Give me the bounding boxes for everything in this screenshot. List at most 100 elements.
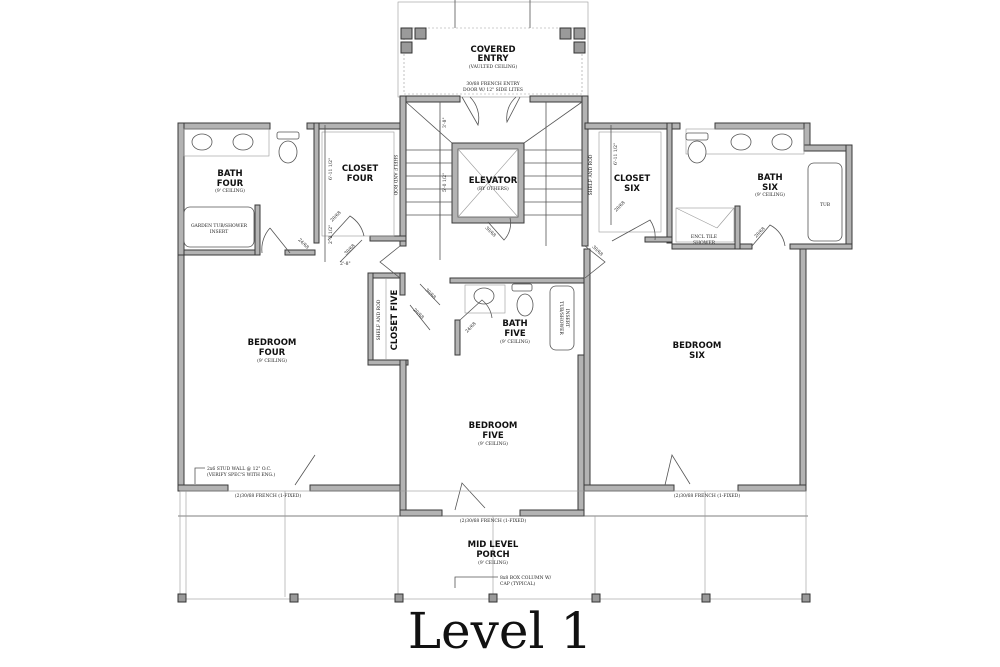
toilet-icon xyxy=(276,131,300,140)
closet-four-label: CLOSET xyxy=(342,164,379,174)
door-tag: 30/68 xyxy=(424,287,438,301)
closet-five-label: CLOSET FIVE xyxy=(390,290,400,351)
sink-icon xyxy=(232,133,254,151)
door-tag: 24/68 xyxy=(297,237,311,251)
door-tag: 30/68 xyxy=(343,243,357,257)
bath-five-note: (9' CEILING) xyxy=(500,338,530,345)
bath-four-note: (9' CEILING) xyxy=(215,187,245,194)
shower-icon xyxy=(675,207,735,243)
door-swing xyxy=(751,224,786,247)
sink-icon xyxy=(730,133,752,151)
french-door xyxy=(454,482,486,511)
tub-label: TUB/SHOWER xyxy=(558,301,564,335)
closet-six-label: SIX xyxy=(624,184,640,194)
porch-label: PORCH xyxy=(476,550,509,560)
tub-icon xyxy=(549,285,575,351)
porch-column xyxy=(177,593,187,603)
porch-column xyxy=(701,593,711,603)
tub-label: GARDEN TUB/SHOWER xyxy=(191,223,248,229)
entry-column xyxy=(400,41,413,54)
dimension-label: 2'-2 1/2" xyxy=(328,225,334,244)
covered-entry-label: COVERED xyxy=(470,45,515,55)
covered-entry-note: (VAULTED CEILING) xyxy=(469,63,517,70)
bedroom-five-label: BEDROOM xyxy=(469,421,518,431)
dimension-label: 3'-8" xyxy=(442,117,448,128)
covered-entry-label: ENTRY xyxy=(478,54,510,64)
porch-label: MID LEVEL xyxy=(468,540,519,550)
sink-icon xyxy=(771,133,793,151)
dimension-label: 6'-11 1/2" xyxy=(613,143,619,165)
porch-column xyxy=(801,593,811,603)
closet-six-label: CLOSET xyxy=(614,174,651,184)
dimension-label: 2'-8" xyxy=(340,261,351,267)
column-note: 8x8 BOX COLUMN W/ xyxy=(500,575,552,581)
porch-note: (9' CEILING) xyxy=(478,559,508,566)
tub-label: TUB xyxy=(820,202,831,208)
toilet-icon xyxy=(685,132,709,141)
toilet-icon xyxy=(511,283,533,292)
porch-column xyxy=(488,593,498,603)
elevator-note: (BY OTHERS) xyxy=(477,185,509,192)
door-tag: 20/68 xyxy=(753,226,767,240)
shelf-label: SHELF AND ROD xyxy=(588,154,594,195)
door-swing xyxy=(459,299,493,321)
stud-wall-note: 2x6 STUD WALL @ 12" O.C. xyxy=(207,465,272,472)
door-tag: 30/68 xyxy=(484,225,498,239)
porch-column xyxy=(591,593,601,603)
toilet-icon xyxy=(516,293,534,317)
porch xyxy=(177,490,811,603)
bedroom-five-note: (9' CEILING) xyxy=(478,440,508,447)
tub-label: INSERT xyxy=(210,229,228,235)
toilet-icon xyxy=(278,140,298,164)
french-door-note: (2)30/68 FRENCH (1-FIXED) xyxy=(674,492,740,499)
shower-label: SHOWER xyxy=(693,240,716,246)
bath-five-label: FIVE xyxy=(504,329,526,339)
room-labels: BATH FOUR (9' CEILING) GARDEN TUB/SHOWER… xyxy=(191,154,831,566)
elevator-label: ELEVATOR xyxy=(469,176,518,186)
entry-door-note: 30/68 FRENCH ENTRY xyxy=(466,81,520,87)
bath-five-label: BATH xyxy=(502,319,527,329)
door-tag: 20/68 xyxy=(412,307,426,321)
door-swing xyxy=(261,227,291,254)
french-door xyxy=(664,453,691,486)
bath-four-label: FOUR xyxy=(217,179,244,189)
french-door-note: (2)30/68 FRENCH (1-FIXED) xyxy=(460,517,526,524)
door-swing xyxy=(327,215,365,241)
entry-column xyxy=(573,41,586,54)
door-swing xyxy=(339,239,363,263)
shelf-label: SHELF AND ROD xyxy=(376,299,382,340)
door-tag: 24/68 xyxy=(464,321,478,335)
bedroom-four-label: BEDROOM xyxy=(248,338,297,348)
sink-icon xyxy=(473,287,495,305)
sink-icon xyxy=(191,133,213,151)
door-swing xyxy=(409,283,441,331)
porch-column xyxy=(394,593,404,603)
dimension-label: 6'-11 1/2" xyxy=(328,158,334,180)
level-title: Level 1 xyxy=(408,602,592,660)
french-door-note: (2)30/68 FRENCH (1-FIXED) xyxy=(235,492,301,499)
door-swing xyxy=(611,219,656,242)
bedroom-four-note: (9' CEILING) xyxy=(257,357,287,364)
shower-label: ENCL TILE xyxy=(691,234,717,240)
french-door xyxy=(294,454,316,486)
tub-icon xyxy=(183,206,255,248)
entry-column xyxy=(559,27,572,40)
closet-four-label: FOUR xyxy=(347,174,374,184)
bath-six-note: (9' CEILING) xyxy=(755,191,785,198)
stud-wall-note: (VERIFY SPEC'S WITH ENG.) xyxy=(207,471,275,478)
bath-four-label: BATH xyxy=(217,169,242,179)
bath-six-label: BATH xyxy=(757,173,782,183)
notes: 2x6 STUD WALL @ 12" O.C. (VERIFY SPEC'S … xyxy=(194,465,740,588)
column-note: CAP (TYPICAL) xyxy=(500,580,535,587)
doors xyxy=(261,96,786,511)
entry-column xyxy=(414,27,427,40)
bedroom-six-label: BEDROOM xyxy=(673,341,722,351)
toilet-icon xyxy=(687,140,707,164)
walls xyxy=(177,95,853,517)
bedroom-five-label: FIVE xyxy=(482,431,504,441)
tub-label: INSERT xyxy=(564,309,570,327)
bath-six-label: SIX xyxy=(762,183,778,193)
entry-column xyxy=(573,27,586,40)
covered-entry: COVERED ENTRY (VAULTED CEILING) 30/68 FR… xyxy=(397,0,589,98)
